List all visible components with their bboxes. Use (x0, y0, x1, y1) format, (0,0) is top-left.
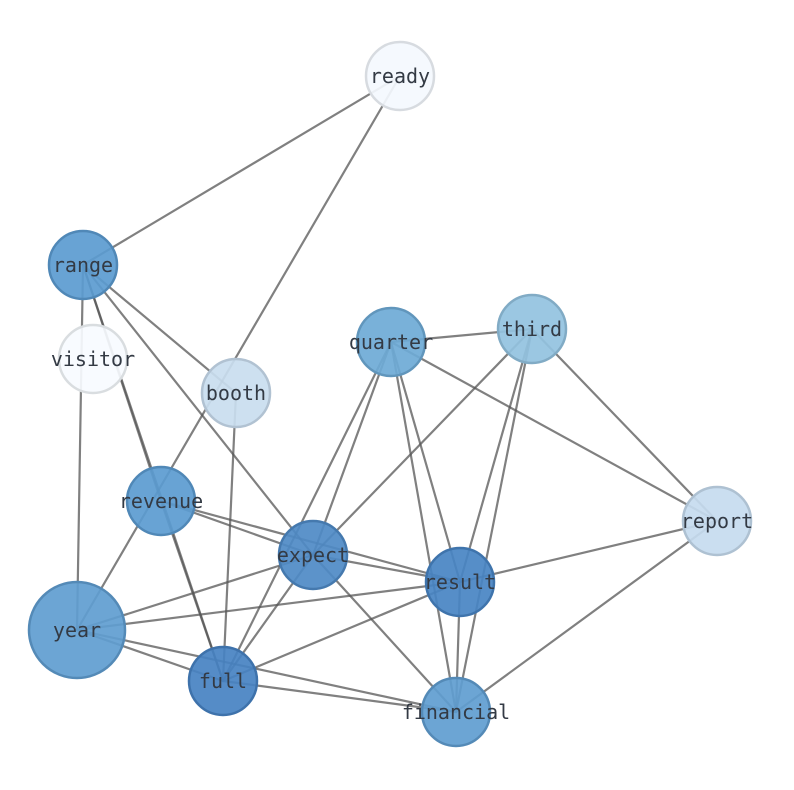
node-full[interactable]: full (187, 645, 259, 717)
node-label-expect: expect (277, 543, 349, 567)
node-label-visitor: visitor (51, 347, 135, 371)
node-circle-revenue (125, 465, 197, 537)
edge-quarter-report (389, 340, 719, 523)
edge-range-year (75, 263, 85, 632)
edge-full-financial (221, 679, 458, 714)
node-circle-third (496, 293, 568, 365)
edge-result-year (75, 580, 462, 632)
edge-quarter-full (221, 340, 393, 683)
node-range[interactable]: range (47, 229, 119, 301)
node-circle-financial (420, 676, 492, 748)
node-result[interactable]: result (424, 546, 496, 618)
node-label-full: full (199, 669, 247, 693)
node-circle-result (424, 546, 496, 618)
edge-quarter-result (389, 340, 462, 584)
node-circle-visitor (57, 323, 129, 395)
node-label-revenue: revenue (119, 489, 203, 513)
edge-third-report (530, 327, 719, 523)
edge-third-result (458, 327, 534, 584)
node-circle-booth (200, 357, 272, 429)
node-circle-ready (364, 40, 436, 112)
node-circle-report (681, 485, 753, 557)
edge-booth-full (221, 391, 238, 683)
edge-layer (75, 74, 719, 714)
edge-report-financial (454, 519, 719, 714)
edge-result-report (458, 519, 719, 584)
node-revenue[interactable]: revenue (119, 465, 203, 537)
node-label-ready: ready (370, 64, 430, 88)
edge-quarter-financial (389, 340, 458, 714)
node-report[interactable]: report (681, 485, 753, 557)
edge-range-expect (81, 263, 315, 557)
node-label-result: result (424, 570, 496, 594)
node-circle-quarter (355, 306, 427, 378)
node-label-quarter: quarter (349, 330, 433, 354)
edge-ready-range (81, 74, 402, 267)
node-circle-year (27, 580, 127, 680)
node-quarter[interactable]: quarter (349, 306, 433, 378)
node-label-report: report (681, 509, 753, 533)
node-label-third: third (502, 317, 562, 341)
edge-quarter-expect (311, 340, 393, 557)
edge-result-full (221, 580, 462, 683)
node-booth[interactable]: booth (200, 357, 272, 429)
edge-ready-year (75, 74, 402, 632)
node-third[interactable]: third (496, 293, 568, 365)
node-circle-expect (277, 519, 349, 591)
edge-third-financial (454, 327, 534, 714)
node-label-range: range (53, 253, 113, 277)
edge-year-financial (75, 628, 458, 714)
node-layer: ready range visitor booth quarter third revenu… (27, 40, 753, 748)
node-circle-full (187, 645, 259, 717)
node-financial[interactable]: financial (402, 676, 510, 748)
node-visitor[interactable]: visitor (51, 323, 135, 395)
edge-expect-financial (311, 553, 458, 714)
node-label-financial: financial (402, 700, 510, 724)
node-label-year: year (53, 618, 101, 642)
node-expect[interactable]: expect (277, 519, 349, 591)
node-circle-range (47, 229, 119, 301)
node-year[interactable]: year (27, 580, 127, 680)
edge-third-expect (311, 327, 534, 557)
node-ready[interactable]: ready (364, 40, 436, 112)
node-label-booth: booth (206, 381, 266, 405)
